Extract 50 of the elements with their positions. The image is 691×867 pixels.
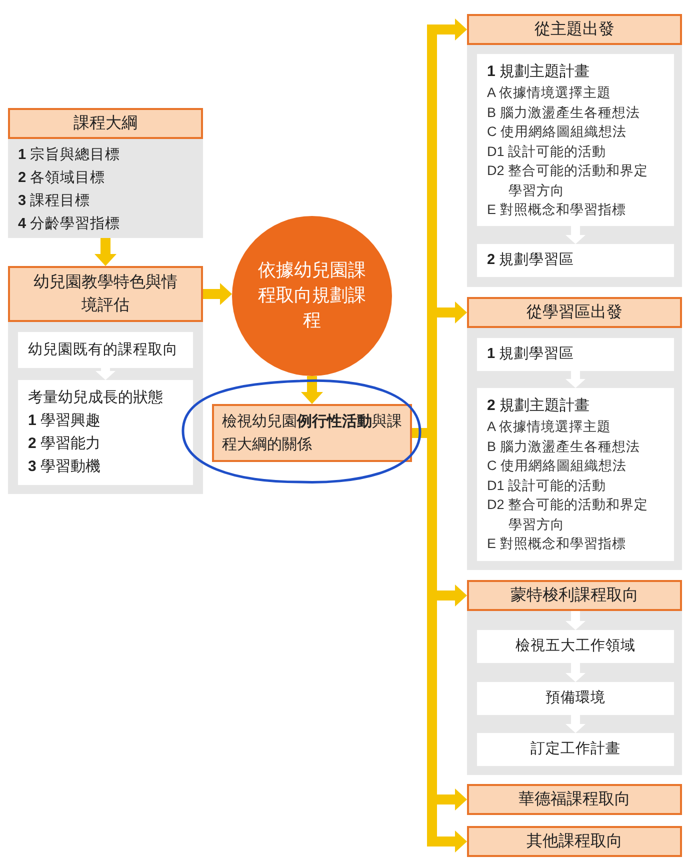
list-item: 1 學習興趣 bbox=[28, 411, 102, 431]
arrow bbox=[566, 371, 586, 388]
heading-box: 其他課程取向 bbox=[467, 826, 682, 857]
step-box: 訂定工作計畫 bbox=[477, 733, 674, 766]
content-box bbox=[477, 388, 674, 561]
step-box: 2 規劃學習區 bbox=[477, 244, 674, 277]
list-item: 2 學習能力 bbox=[28, 434, 102, 454]
content-box bbox=[18, 380, 193, 485]
heading-box: 蒙特梭利課程取向 bbox=[467, 580, 682, 611]
box-heading: 考量幼兒成長的狀態 bbox=[28, 388, 164, 408]
arrow bbox=[94, 238, 116, 266]
highlight-box: 檢視幼兒園例行性活動與課程大綱的關係 bbox=[212, 404, 412, 462]
list-item: 1 宗旨與總目標 bbox=[18, 146, 122, 165]
step-box: 幼兒園既有的課程取向 bbox=[18, 332, 193, 368]
heading-box: 從學習區出發 bbox=[467, 297, 682, 328]
heading-box: 從主題出發 bbox=[467, 14, 682, 45]
list-item: B 腦力激盪產生各種想法 bbox=[487, 104, 641, 122]
list-item: C 使用網絡圖組織想法 bbox=[487, 123, 628, 141]
list-item: C 使用網絡圖組織想法 bbox=[487, 457, 628, 475]
content-box bbox=[477, 54, 674, 226]
list-item: A 依據情境選擇主題 bbox=[487, 84, 612, 102]
list-item: D1 設計可能的活動 bbox=[487, 142, 608, 160]
arrow bbox=[566, 611, 586, 630]
list-item: D1 設計可能的活動 bbox=[487, 476, 608, 494]
arrow bbox=[96, 368, 116, 380]
heading-box: 幼兒園教學特色與情境評估 bbox=[8, 266, 203, 322]
step-box: 1 規劃學習區 bbox=[477, 338, 674, 371]
arrow bbox=[301, 376, 323, 404]
list-item: B 腦力激盪產生各種想法 bbox=[487, 438, 641, 456]
list-item: 2 各領域目標 bbox=[18, 169, 106, 188]
heading-box: 華德福課程取向 bbox=[467, 784, 682, 815]
list-item: D2 整合可能的活動和界定學習方向 bbox=[487, 496, 650, 534]
list-panel bbox=[8, 139, 203, 238]
circle-node: 依據幼兒園課程取向規劃課程 bbox=[232, 216, 392, 376]
list-item: 3 學習動機 bbox=[28, 457, 102, 477]
box-heading: 1 規劃主題計畫 bbox=[487, 62, 591, 82]
heading-box: 課程大綱 bbox=[8, 108, 203, 139]
arrow bbox=[566, 715, 586, 733]
list-item: A 依據情境選擇主題 bbox=[487, 418, 612, 436]
list-item: E 對照概念和學習指標 bbox=[487, 535, 627, 553]
step-box: 檢視五大工作領域 bbox=[477, 630, 674, 663]
list-item: D2 整合可能的活動和界定學習方向 bbox=[487, 162, 650, 200]
list-item: E 對照概念和學習指標 bbox=[487, 201, 627, 219]
box-heading: 2 規劃主題計畫 bbox=[487, 396, 591, 416]
arrow bbox=[566, 663, 586, 682]
step-box: 預備環境 bbox=[477, 682, 674, 715]
list-item: 4 分齡學習指標 bbox=[18, 215, 122, 234]
arrow bbox=[566, 226, 586, 244]
list-item: 3 課程目標 bbox=[18, 192, 92, 211]
arrow bbox=[203, 283, 232, 305]
